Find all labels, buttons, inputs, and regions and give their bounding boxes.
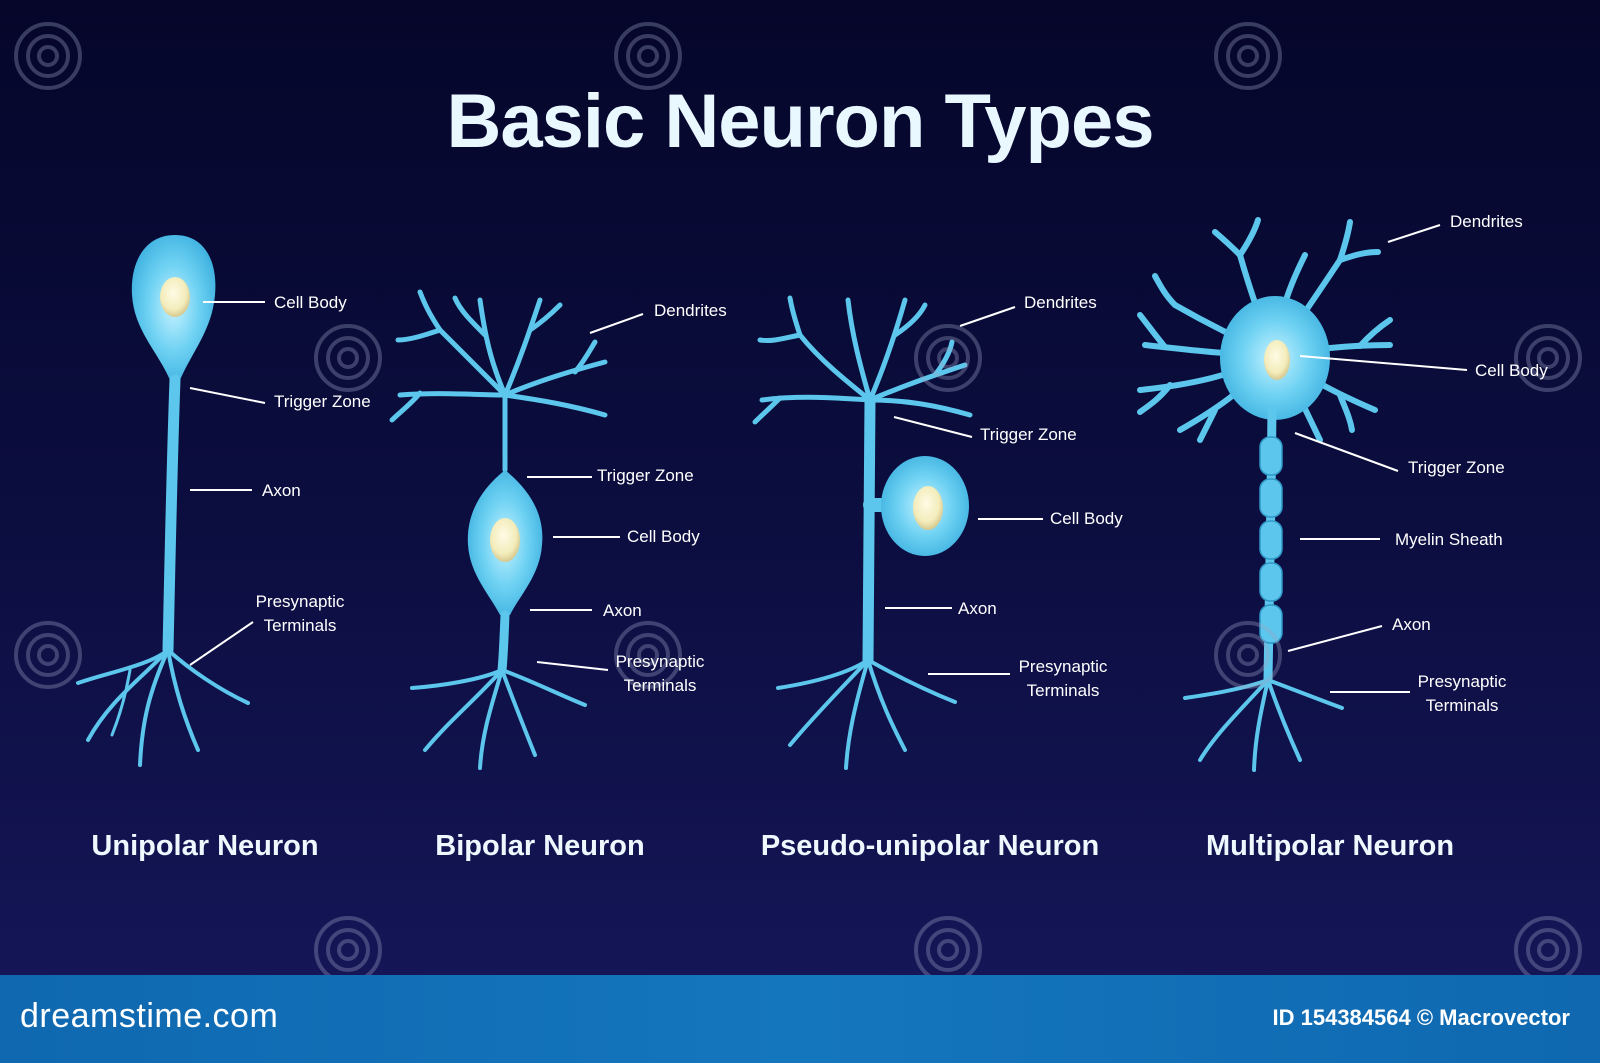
watermark-icon	[1514, 916, 1582, 975]
multipolar-myelin-sheath-label: Myelin Sheath	[1395, 530, 1503, 549]
multipolar-neuron-drawing	[1137, 217, 1393, 772]
watermark-icon	[914, 324, 982, 392]
bipolar-axon-label: Axon	[603, 601, 642, 620]
pseudo-unipolar-terminals-line1: Presynaptic	[1018, 657, 1108, 676]
watermark-icon	[614, 22, 682, 90]
bipolar-terminals	[410, 668, 587, 770]
watermark-icon	[914, 916, 982, 975]
unipolar-neuron-drawing	[76, 235, 250, 767]
pseudo-unipolar-dendrites	[752, 295, 973, 425]
myelin-sheath-segments	[1259, 436, 1283, 644]
neuron-diagram	[14, 22, 1582, 975]
pseudo-unipolar-cell-body-label: Cell Body	[1050, 509, 1123, 528]
pseudo-unipolar-axon	[862, 394, 876, 666]
watermark-icon	[614, 621, 682, 689]
pseudo-unipolar-terminals	[776, 658, 957, 770]
multipolar-nucleus	[1264, 340, 1290, 380]
pseudo-unipolar-neuron-caption: Pseudo-unipolar Neuron	[760, 830, 1100, 862]
bipolar-trigger-zone-label: Trigger Zone	[597, 466, 694, 485]
bipolar-dendrites	[389, 289, 608, 473]
bipolar-neuron-caption: Bipolar Neuron	[435, 830, 645, 862]
unipolar-terminals	[76, 648, 250, 767]
watermark-icon	[314, 916, 382, 975]
pseudo-unipolar-axon-label: Axon	[958, 599, 997, 618]
multipolar-dendrites-label: Dendrites	[1450, 212, 1523, 231]
pseudo-unipolar-nucleus	[913, 486, 943, 530]
unipolar-neuron-caption: Unipolar Neuron	[91, 830, 319, 862]
unipolar-terminals-line1: Presynaptic	[255, 592, 345, 611]
footer-banner: dreamstime.com ID 154384564 © Macrovecto…	[0, 975, 1600, 1063]
multipolar-axon-label: Axon	[1392, 615, 1431, 634]
watermark-icon	[14, 621, 82, 689]
bipolar-nucleus	[490, 518, 520, 562]
watermark-icon	[1514, 324, 1582, 392]
bipolar-axon	[497, 610, 510, 675]
multipolar-neuron-caption: Multipolar Neuron	[1205, 830, 1455, 862]
watermark-icon	[1214, 22, 1282, 90]
multipolar-terminals-line2: Terminals	[1425, 696, 1499, 715]
bipolar-terminals-label: Presynaptic Terminals	[612, 650, 708, 698]
bipolar-terminals-line2: Terminals	[623, 676, 697, 695]
pseudo-unipolar-terminals-line2: Terminals	[1026, 681, 1100, 700]
unipolar-axon-label: Axon	[262, 481, 301, 500]
multipolar-terminals-label: Presynaptic Terminals	[1414, 670, 1510, 718]
multipolar-trigger-zone-label: Trigger Zone	[1408, 458, 1505, 477]
bipolar-terminals-line1: Presynaptic	[615, 652, 705, 671]
bipolar-neuron-drawing	[389, 289, 608, 770]
unipolar-terminals-line2: Terminals	[263, 616, 337, 635]
bipolar-dendrites-label: Dendrites	[654, 301, 727, 320]
pseudo-unipolar-neuron-drawing	[752, 295, 973, 770]
unipolar-cell-body-label: Cell Body	[274, 293, 347, 312]
diagram-title: Basic Neuron Types	[446, 79, 1154, 164]
pseudo-unipolar-dendrites-label: Dendrites	[1024, 293, 1097, 312]
unipolar-axon	[162, 374, 181, 656]
watermark-icon	[314, 324, 382, 392]
multipolar-terminals	[1183, 678, 1344, 772]
leader-lines	[189, 224, 1468, 693]
unipolar-terminals-label: Presynaptic Terminals	[252, 590, 348, 638]
unipolar-nucleus	[160, 277, 190, 317]
watermark-icon	[1214, 621, 1282, 689]
pseudo-unipolar-trigger-zone-label: Trigger Zone	[980, 425, 1077, 444]
watermark-icon	[14, 22, 82, 90]
multipolar-cell-body-label: Cell Body	[1475, 361, 1548, 380]
watermark-icons	[14, 22, 1582, 975]
pseudo-unipolar-terminals-label: Presynaptic Terminals	[1015, 655, 1111, 703]
footer-brand: dreamstime.com	[20, 997, 279, 1035]
unipolar-trigger-zone-label: Trigger Zone	[274, 392, 371, 411]
footer-credit: ID 154384564 © Macrovector	[1272, 1005, 1571, 1030]
multipolar-terminals-line1: Presynaptic	[1417, 672, 1507, 691]
bipolar-cell-body-label: Cell Body	[627, 527, 700, 546]
